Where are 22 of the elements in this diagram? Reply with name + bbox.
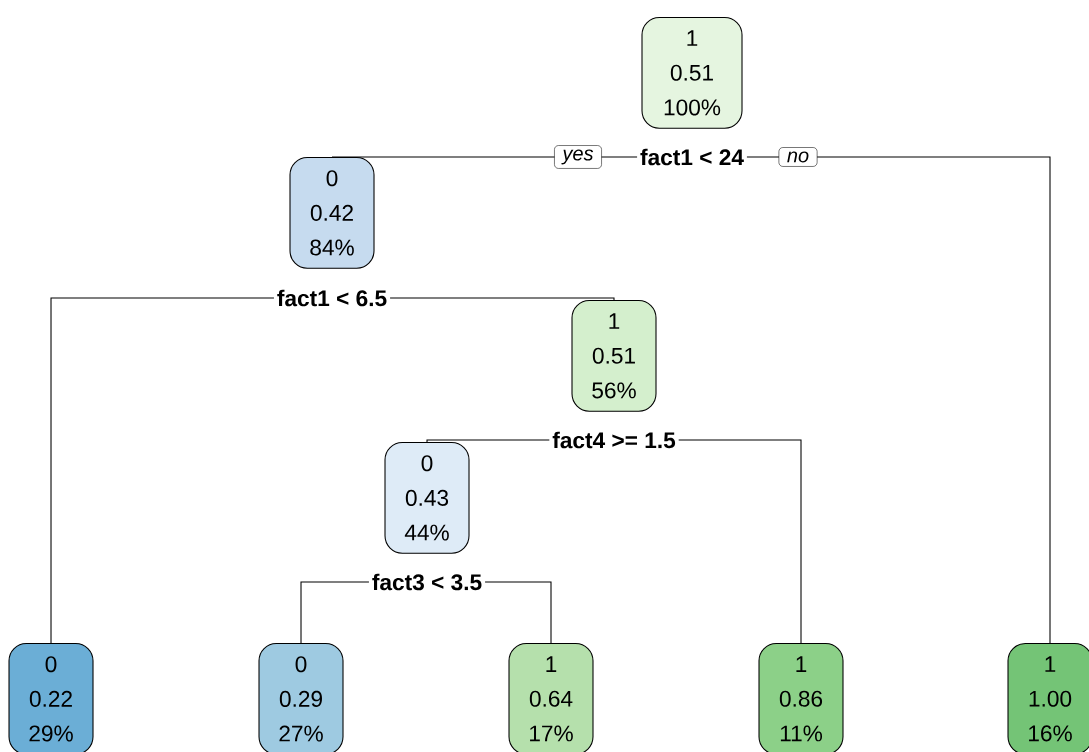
tree-edge [678, 439, 802, 644]
tree-node-box: 1 0.64 17% [508, 643, 594, 752]
tree-node-box: 0 0.42 84% [289, 157, 375, 269]
tree-edge [484, 581, 552, 644]
tree-node-box: 1 1.00 16% [1007, 643, 1089, 752]
tree-node-box: 0 0.22 29% [8, 643, 94, 752]
edge-label: yes [554, 145, 602, 169]
split-label: fact1 < 24 [637, 146, 747, 168]
tree-node-box: 0 0.43 44% [384, 442, 470, 554]
tree-node-box: 1 0.86 11% [758, 643, 844, 752]
tree-edge [389, 297, 615, 301]
tree-node-box: 1 0.51 100% [641, 17, 743, 129]
split-label: fact3 < 3.5 [369, 571, 485, 593]
split-label: fact1 < 6.5 [274, 287, 390, 309]
tree-node-box: 0 0.29 27% [258, 643, 344, 752]
tree-edge [50, 297, 275, 644]
edge-label: no [778, 147, 818, 167]
split-label: fact4 >= 1.5 [549, 429, 679, 451]
tree-node-box: 1 0.51 56% [571, 300, 657, 412]
tree-edge [300, 581, 370, 644]
tree-edge [426, 439, 550, 443]
tree-edge [746, 156, 1051, 644]
